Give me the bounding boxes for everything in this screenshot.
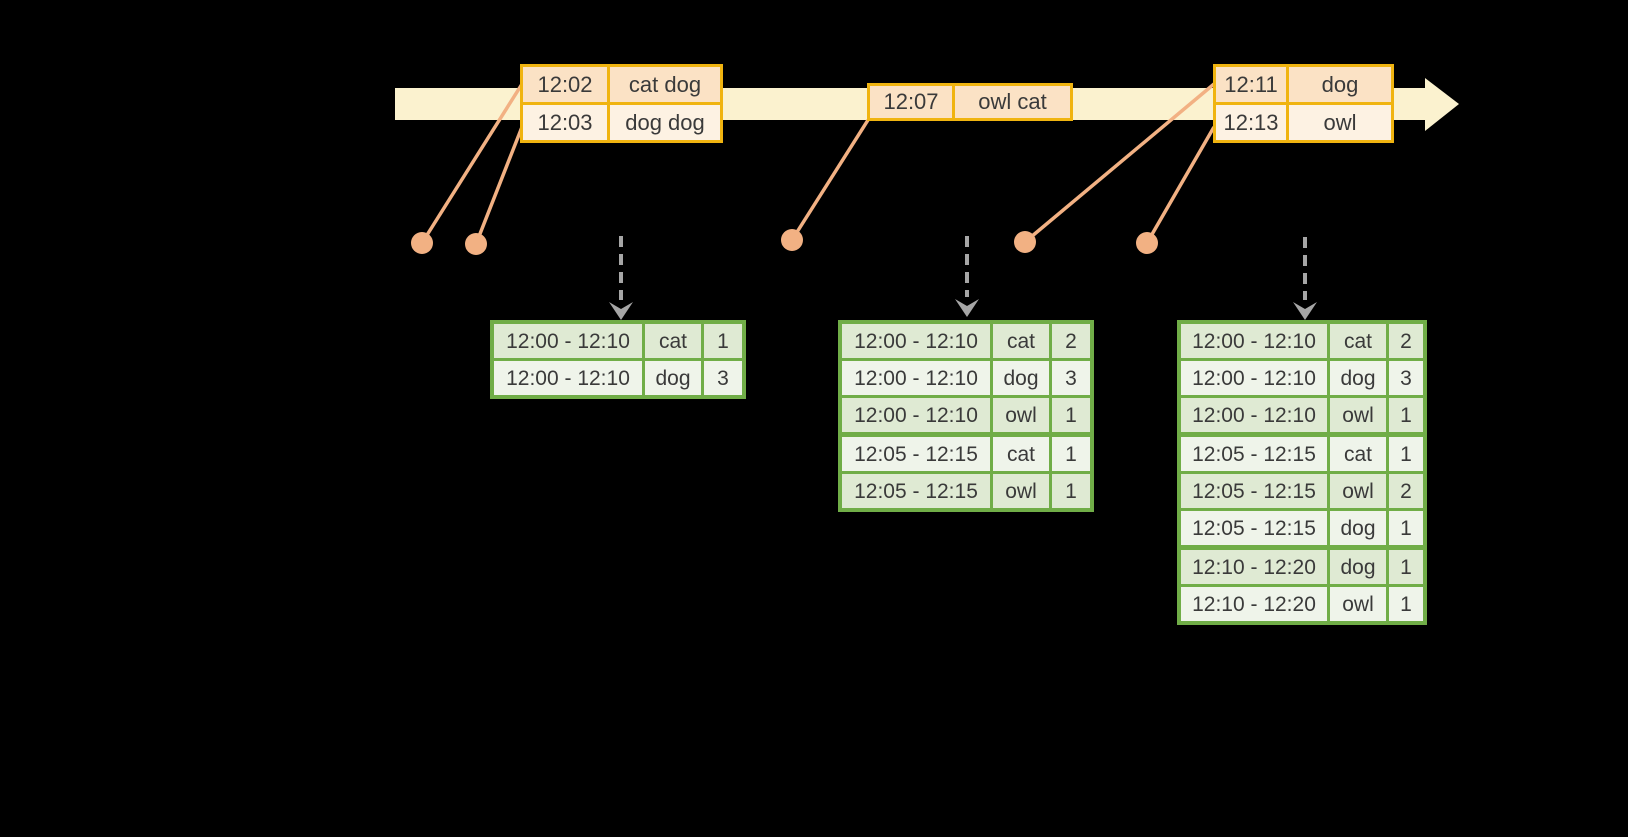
count-cell: 1 <box>1389 437 1423 471</box>
event-time-cell: 12:13 <box>1216 105 1286 140</box>
event-words-cell: dog <box>1289 67 1391 102</box>
window-group: 12:05 - 12:15 cat 1 12:05 - 12:15 owl 2 … <box>1181 437 1423 545</box>
window-cell: 12:00 - 12:10 <box>842 398 990 432</box>
event-dot-icon-4 <box>1014 231 1036 253</box>
event-words-cell: owl <box>1289 105 1391 140</box>
word-cell: owl <box>1330 587 1386 621</box>
window-cell: 12:00 - 12:10 <box>1181 361 1327 395</box>
table-row: 12:00 - 12:10 owl 1 <box>842 398 1090 432</box>
word-cell: owl <box>993 398 1049 432</box>
window-group: 12:10 - 12:20 dog 1 12:10 - 12:20 owl 1 <box>1181 550 1423 621</box>
window-cell: 12:00 - 12:10 <box>494 324 642 358</box>
window-cell: 12:00 - 12:10 <box>1181 324 1327 358</box>
count-cell: 1 <box>1052 398 1090 432</box>
table-row: 12:00 - 12:10 cat 1 <box>494 324 742 358</box>
table-row: 12:00 - 12:10 dog 3 <box>842 361 1090 395</box>
table-row: 12:05 - 12:15 cat 1 <box>842 437 1090 471</box>
word-cell: dog <box>1330 550 1386 584</box>
event-time-cell: 12:11 <box>1216 67 1286 102</box>
count-cell: 1 <box>1389 587 1423 621</box>
table-row: 12:00 - 12:10 cat 2 <box>1181 324 1423 358</box>
count-cell: 1 <box>1389 398 1423 432</box>
count-cell: 2 <box>1389 324 1423 358</box>
word-cell: dog <box>1330 511 1386 545</box>
table-row: 12:00 - 12:10 owl 1 <box>1181 398 1423 432</box>
event-dot-icon-2 <box>465 233 487 255</box>
count-cell: 1 <box>704 324 742 358</box>
window-cell: 12:10 - 12:20 <box>1181 587 1327 621</box>
window-group: 12:00 - 12:10 cat 2 12:00 - 12:10 dog 3 … <box>1181 324 1423 432</box>
word-cell: owl <box>993 474 1049 508</box>
word-cell: dog <box>1330 361 1386 395</box>
table-row: 12:00 - 12:10 dog 3 <box>494 361 742 395</box>
word-cell: owl <box>1330 474 1386 508</box>
event-connector-line-2 <box>474 126 524 245</box>
window-cell: 12:00 - 12:10 <box>494 361 642 395</box>
table-row: 12:05 - 12:15 owl 1 <box>842 474 1090 508</box>
event-dot-icon-5 <box>1136 232 1158 254</box>
trigger-arrowhead-icon-1 <box>609 302 633 320</box>
window-group: 12:00 - 12:10 cat 1 12:00 - 12:10 dog 3 <box>494 324 742 395</box>
count-cell: 2 <box>1389 474 1423 508</box>
window-cell: 12:05 - 12:15 <box>1181 511 1327 545</box>
table-row: 12:05 - 12:15 cat 1 <box>1181 437 1423 471</box>
event-words-cell: dog dog <box>610 105 720 140</box>
result-table-3: 12:00 - 12:10 cat 2 12:00 - 12:10 dog 3 … <box>1177 320 1427 625</box>
window-cell: 12:10 - 12:20 <box>1181 550 1327 584</box>
event-time-cell: 12:07 <box>870 86 952 118</box>
count-cell: 2 <box>1052 324 1090 358</box>
word-cell: dog <box>645 361 701 395</box>
count-cell: 3 <box>704 361 742 395</box>
count-cell: 3 <box>1389 361 1423 395</box>
count-cell: 1 <box>1052 437 1090 471</box>
window-cell: 12:00 - 12:10 <box>842 324 990 358</box>
event-words-cell: cat dog <box>610 67 720 102</box>
window-cell: 12:05 - 12:15 <box>1181 474 1327 508</box>
event-time-cell: 12:02 <box>523 67 607 102</box>
word-cell: cat <box>645 324 701 358</box>
event-dot-icon-1 <box>411 232 433 254</box>
word-cell: cat <box>993 324 1049 358</box>
window-cell: 12:00 - 12:10 <box>1181 398 1327 432</box>
count-cell: 3 <box>1052 361 1090 395</box>
table-row: 12:05 - 12:15 dog 1 <box>1181 511 1423 545</box>
event-time-cell: 12:03 <box>523 105 607 140</box>
count-cell: 1 <box>1389 550 1423 584</box>
window-cell: 12:00 - 12:10 <box>842 361 990 395</box>
table-row: 12:10 - 12:20 dog 1 <box>1181 550 1423 584</box>
event-box-1: 12:02 cat dog 12:03 dog dog <box>520 64 723 143</box>
table-row: 12:00 - 12:10 dog 3 <box>1181 361 1423 395</box>
window-cell: 12:05 - 12:15 <box>842 474 990 508</box>
window-cell: 12:05 - 12:15 <box>842 437 990 471</box>
window-group: 12:00 - 12:10 cat 2 12:00 - 12:10 dog 3 … <box>842 324 1090 432</box>
table-row: 12:05 - 12:15 owl 2 <box>1181 474 1423 508</box>
result-table-1: 12:00 - 12:10 cat 1 12:00 - 12:10 dog 3 <box>490 320 746 399</box>
count-cell: 1 <box>1389 511 1423 545</box>
event-dot-icon-3 <box>781 229 803 251</box>
event-connector-line-5 <box>1145 126 1216 244</box>
event-box-2: 12:07 owl cat <box>867 83 1073 121</box>
window-group: 12:05 - 12:15 cat 1 12:05 - 12:15 owl 1 <box>842 437 1090 508</box>
timeline-arrowhead-icon <box>1425 78 1459 131</box>
count-cell: 1 <box>1052 474 1090 508</box>
event-words-cell: owl cat <box>955 86 1070 118</box>
table-row: 12:10 - 12:20 owl 1 <box>1181 587 1423 621</box>
event-box-3: 12:11 dog 12:13 owl <box>1213 64 1394 143</box>
result-table-2: 12:00 - 12:10 cat 2 12:00 - 12:10 dog 3 … <box>838 320 1094 512</box>
word-cell: cat <box>993 437 1049 471</box>
word-cell: cat <box>1330 437 1386 471</box>
word-cell: owl <box>1330 398 1386 432</box>
table-row: 12:00 - 12:10 cat 2 <box>842 324 1090 358</box>
window-cell: 12:05 - 12:15 <box>1181 437 1327 471</box>
trigger-arrowhead-icon-2 <box>955 299 979 317</box>
word-cell: cat <box>1330 324 1386 358</box>
trigger-arrowhead-icon-3 <box>1293 302 1317 320</box>
event-connector-line-3 <box>790 119 870 241</box>
word-cell: dog <box>993 361 1049 395</box>
